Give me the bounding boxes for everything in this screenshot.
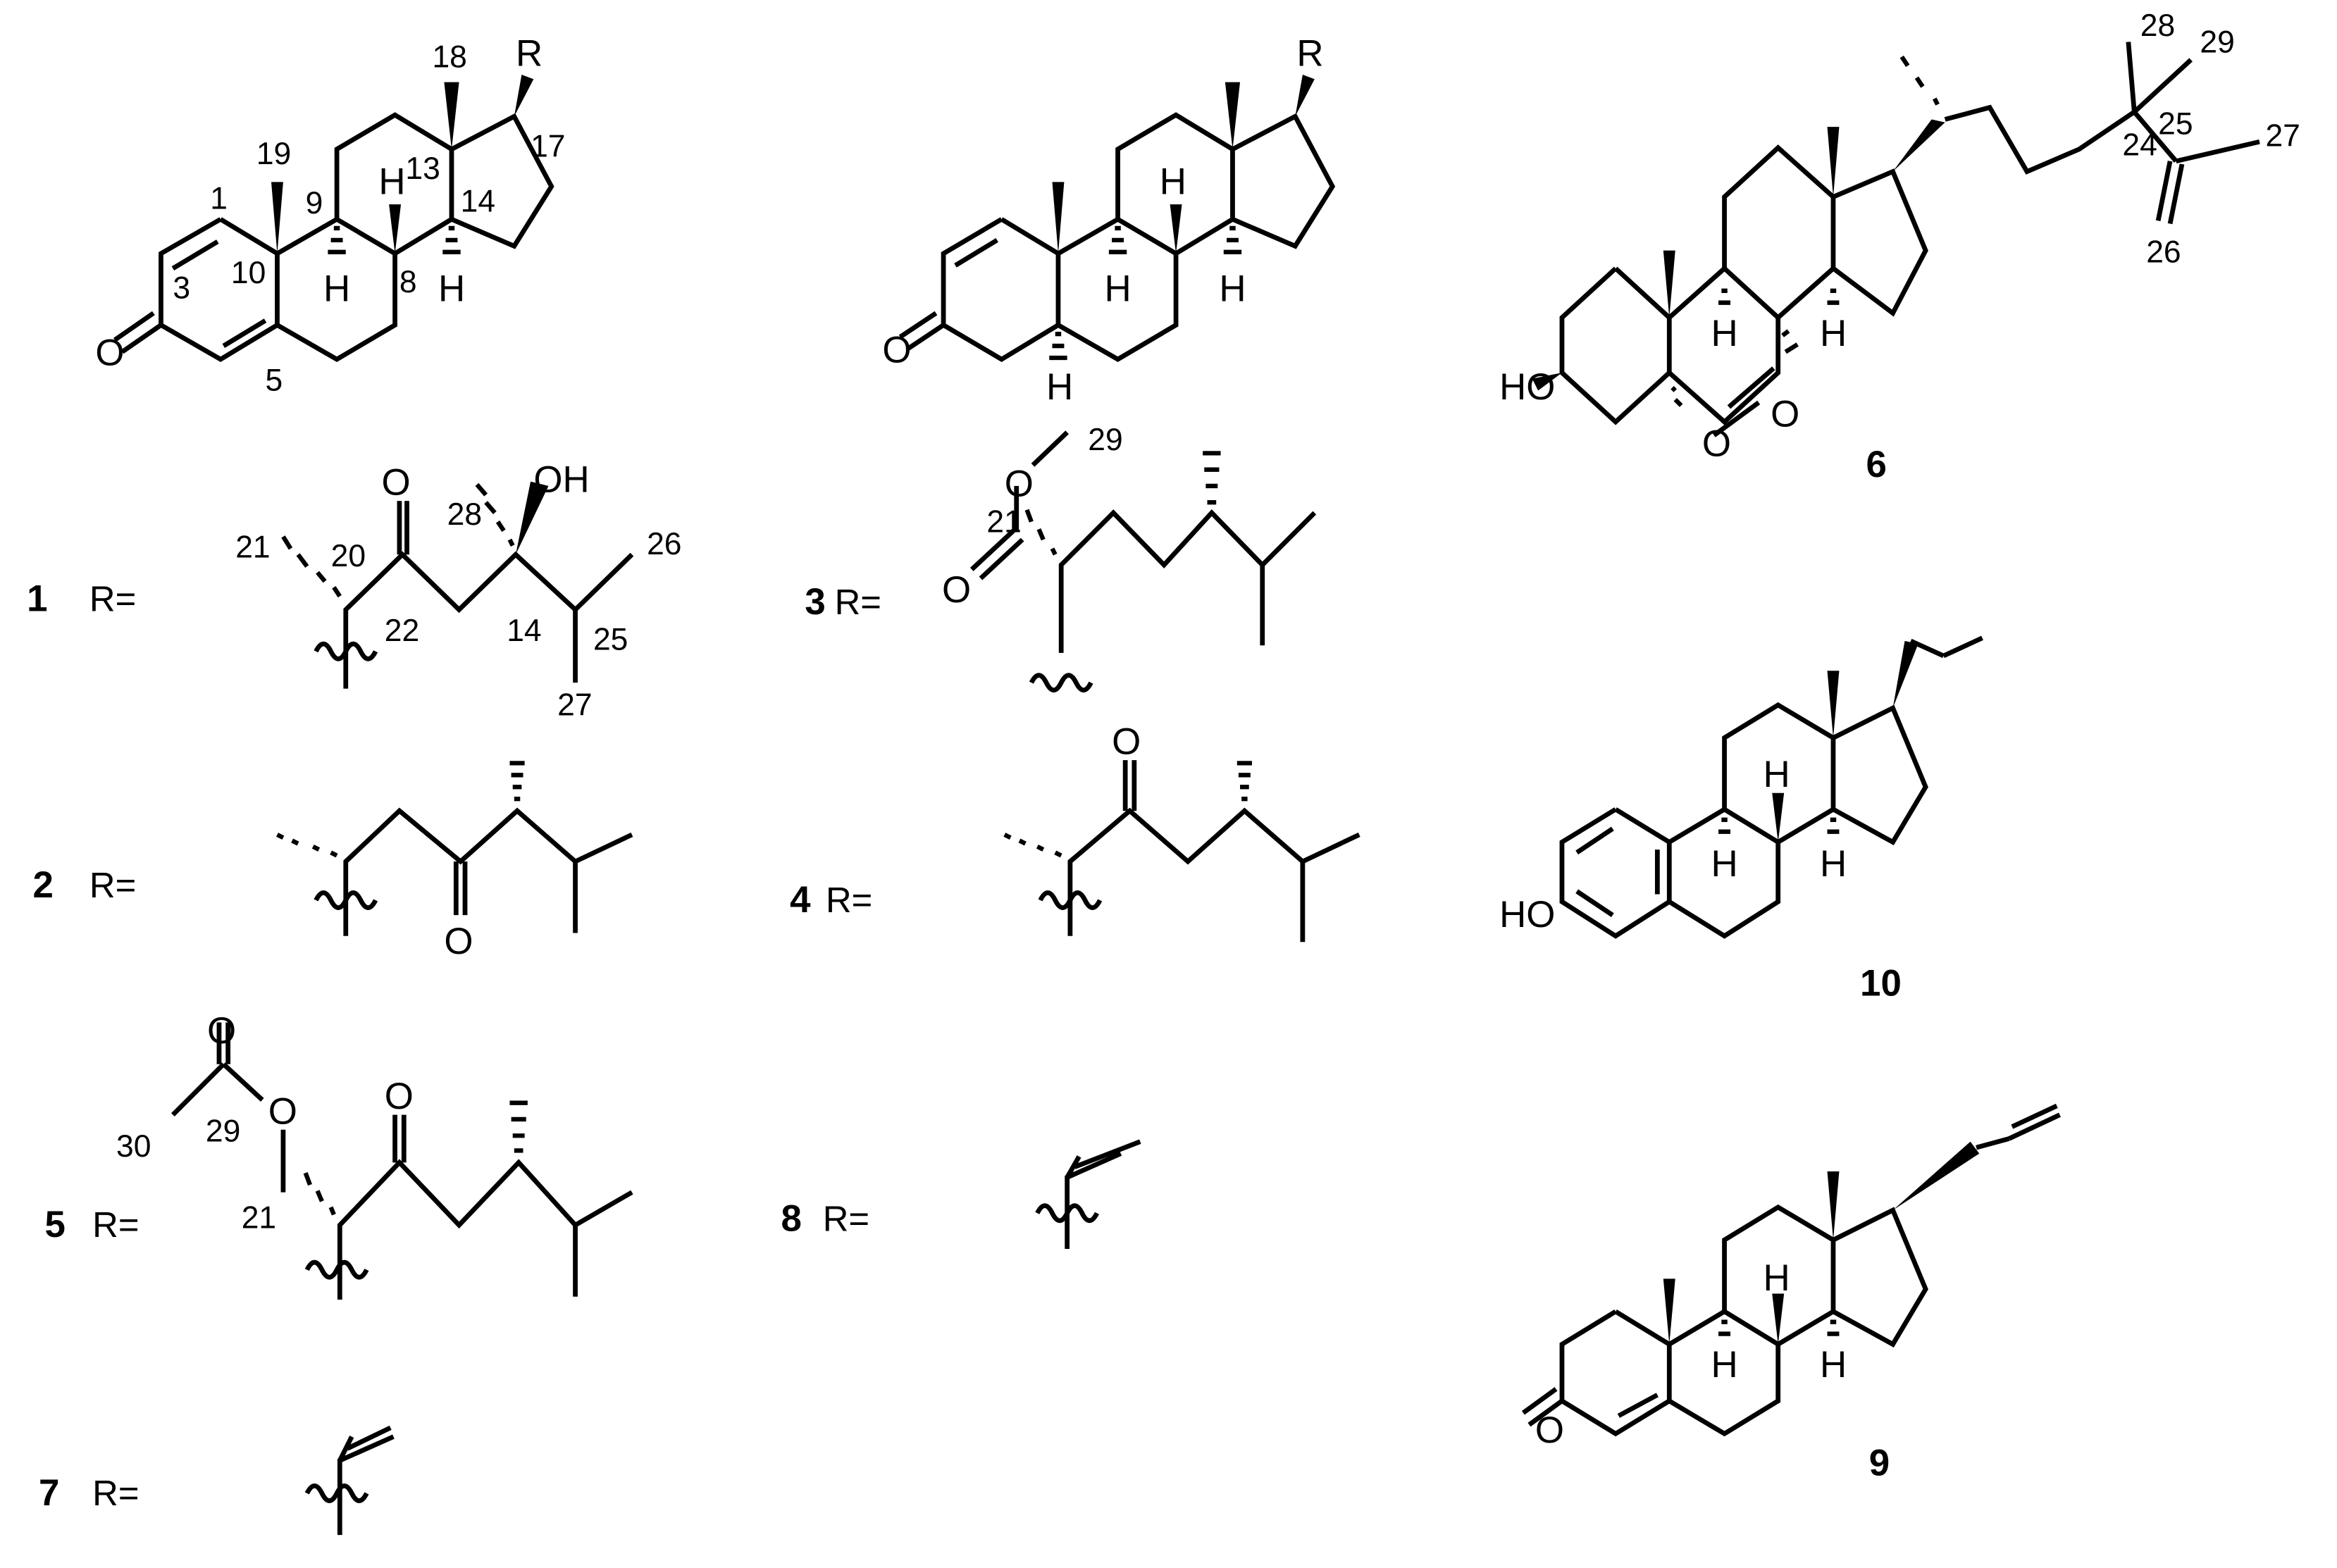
- atom-hydroxyl: HO: [1499, 894, 1555, 935]
- atom-h8: H: [378, 161, 405, 202]
- compound-7-side-chain: 7 R=: [39, 1425, 395, 1536]
- locant: 24: [2122, 127, 2157, 162]
- locant: 28: [2140, 8, 2175, 43]
- compound-4-side-chain: 4 R= O: [790, 721, 1360, 942]
- locant: 25: [2158, 107, 2193, 142]
- atom-oxygen: O: [1112, 721, 1141, 763]
- atom-oxygen: O: [382, 462, 411, 504]
- r-equals-label: R=: [835, 582, 881, 622]
- locant: 21: [242, 1200, 276, 1235]
- compound-2-side-chain: 2 R= O: [33, 761, 633, 962]
- locant: 30: [116, 1129, 151, 1164]
- atom-oxygen: O: [1535, 1410, 1564, 1451]
- atom-h14: H: [438, 268, 465, 310]
- atom-h14: H: [1820, 843, 1847, 885]
- atom-oxygen: O: [882, 329, 911, 371]
- locant: 27: [2265, 119, 2300, 154]
- compound-10-structure: HO H H H 10: [1499, 635, 1983, 1004]
- compound-3-side-chain: 3 R= O O 21 29: [805, 423, 1317, 693]
- atom-h9: H: [323, 268, 350, 310]
- atom-h14: H: [1219, 268, 1246, 310]
- compound-number: 3: [805, 581, 825, 623]
- atom-h9: H: [1711, 1344, 1738, 1386]
- compound-number: 7: [39, 1472, 59, 1514]
- compound-1-side-chain: 1 R= O OH 21 20 22 28 14 25 26 27: [27, 459, 681, 722]
- atom-h9: H: [1711, 313, 1738, 354]
- atom-oxygen: O: [207, 1010, 236, 1052]
- atom-oxygen: O: [95, 332, 124, 374]
- locant: 20: [331, 539, 366, 573]
- atom-hydroxyl: OH: [533, 459, 589, 500]
- locant: 5: [266, 363, 283, 398]
- compound-number: 6: [1866, 444, 1887, 485]
- atom-h14: H: [1820, 313, 1847, 354]
- compound-number: 10: [1860, 962, 1902, 1004]
- compound-6-structure: HO O O H H 28 29 24 25 27 26 6: [1499, 8, 2300, 485]
- locant: 3: [173, 270, 190, 305]
- locant: 29: [2200, 25, 2234, 59]
- atom-hydroxyl: HO: [1499, 366, 1555, 408]
- atom-oxygen: O: [444, 921, 473, 962]
- locant: 13: [405, 151, 440, 186]
- compound-8-side-chain: 8 R=: [781, 1139, 1141, 1250]
- compound-9-structure: O H H H 9: [1521, 1103, 2061, 1484]
- atom-h9: H: [1711, 843, 1738, 885]
- locant: 21: [986, 504, 1021, 539]
- steroid-core-a: O R H H H 1 3 5 8 9 10 13 14 17 18 19: [95, 32, 565, 397]
- locant: 21: [235, 530, 270, 564]
- locant: 22: [385, 614, 419, 648]
- locant: 29: [206, 1114, 240, 1149]
- locant: 28: [447, 497, 482, 532]
- r-equals-label: R=: [826, 880, 872, 920]
- atom-oxygen: O: [1005, 463, 1034, 505]
- compound-number: 1: [27, 578, 47, 620]
- locant: 18: [432, 39, 466, 74]
- atom-oxygen: O: [268, 1090, 297, 1132]
- atom-h14: H: [1820, 1344, 1847, 1386]
- locant: 25: [593, 623, 628, 657]
- atom-oxygen: O: [942, 569, 971, 611]
- atom-r-group: R: [516, 32, 543, 74]
- locant: 9: [306, 186, 323, 220]
- locant: 14: [461, 185, 495, 219]
- locant: 29: [1088, 423, 1122, 457]
- r-equals-label: R=: [823, 1199, 869, 1239]
- steroid-core-b: O R H H H H: [882, 32, 1336, 408]
- locant: 10: [231, 256, 266, 290]
- atom-h8: H: [1763, 1257, 1790, 1299]
- compound-number: 9: [1869, 1443, 1890, 1484]
- locant: 19: [256, 137, 291, 171]
- atom-oxygen: O: [1771, 393, 1799, 435]
- compound-number: 4: [790, 879, 811, 921]
- atom-r-group: R: [1296, 32, 1323, 74]
- atom-oxygen: O: [385, 1076, 414, 1117]
- locant: 14: [507, 614, 541, 648]
- r-equals-label: R=: [89, 865, 136, 905]
- compound-number: 5: [44, 1204, 65, 1245]
- atom-h5: H: [1046, 366, 1073, 408]
- compound-5-side-chain: 5 R= O O O 30 29 21: [44, 1010, 633, 1300]
- compound-number: 8: [781, 1198, 801, 1240]
- r-equals-label: R=: [92, 1473, 139, 1513]
- locant: 27: [557, 688, 592, 723]
- atom-h8: H: [1763, 754, 1790, 795]
- compound-number: 2: [33, 864, 54, 906]
- atom-h8: H: [1160, 161, 1186, 202]
- locant: 17: [531, 129, 565, 163]
- locant: 26: [647, 527, 681, 561]
- locant: 26: [2146, 235, 2181, 270]
- r-equals-label: R=: [92, 1205, 139, 1245]
- locant: 1: [210, 181, 228, 216]
- r-equals-label: R=: [89, 579, 136, 619]
- locant: 8: [399, 265, 417, 299]
- atom-h9: H: [1105, 268, 1132, 310]
- atom-oxygen: O: [1702, 423, 1731, 465]
